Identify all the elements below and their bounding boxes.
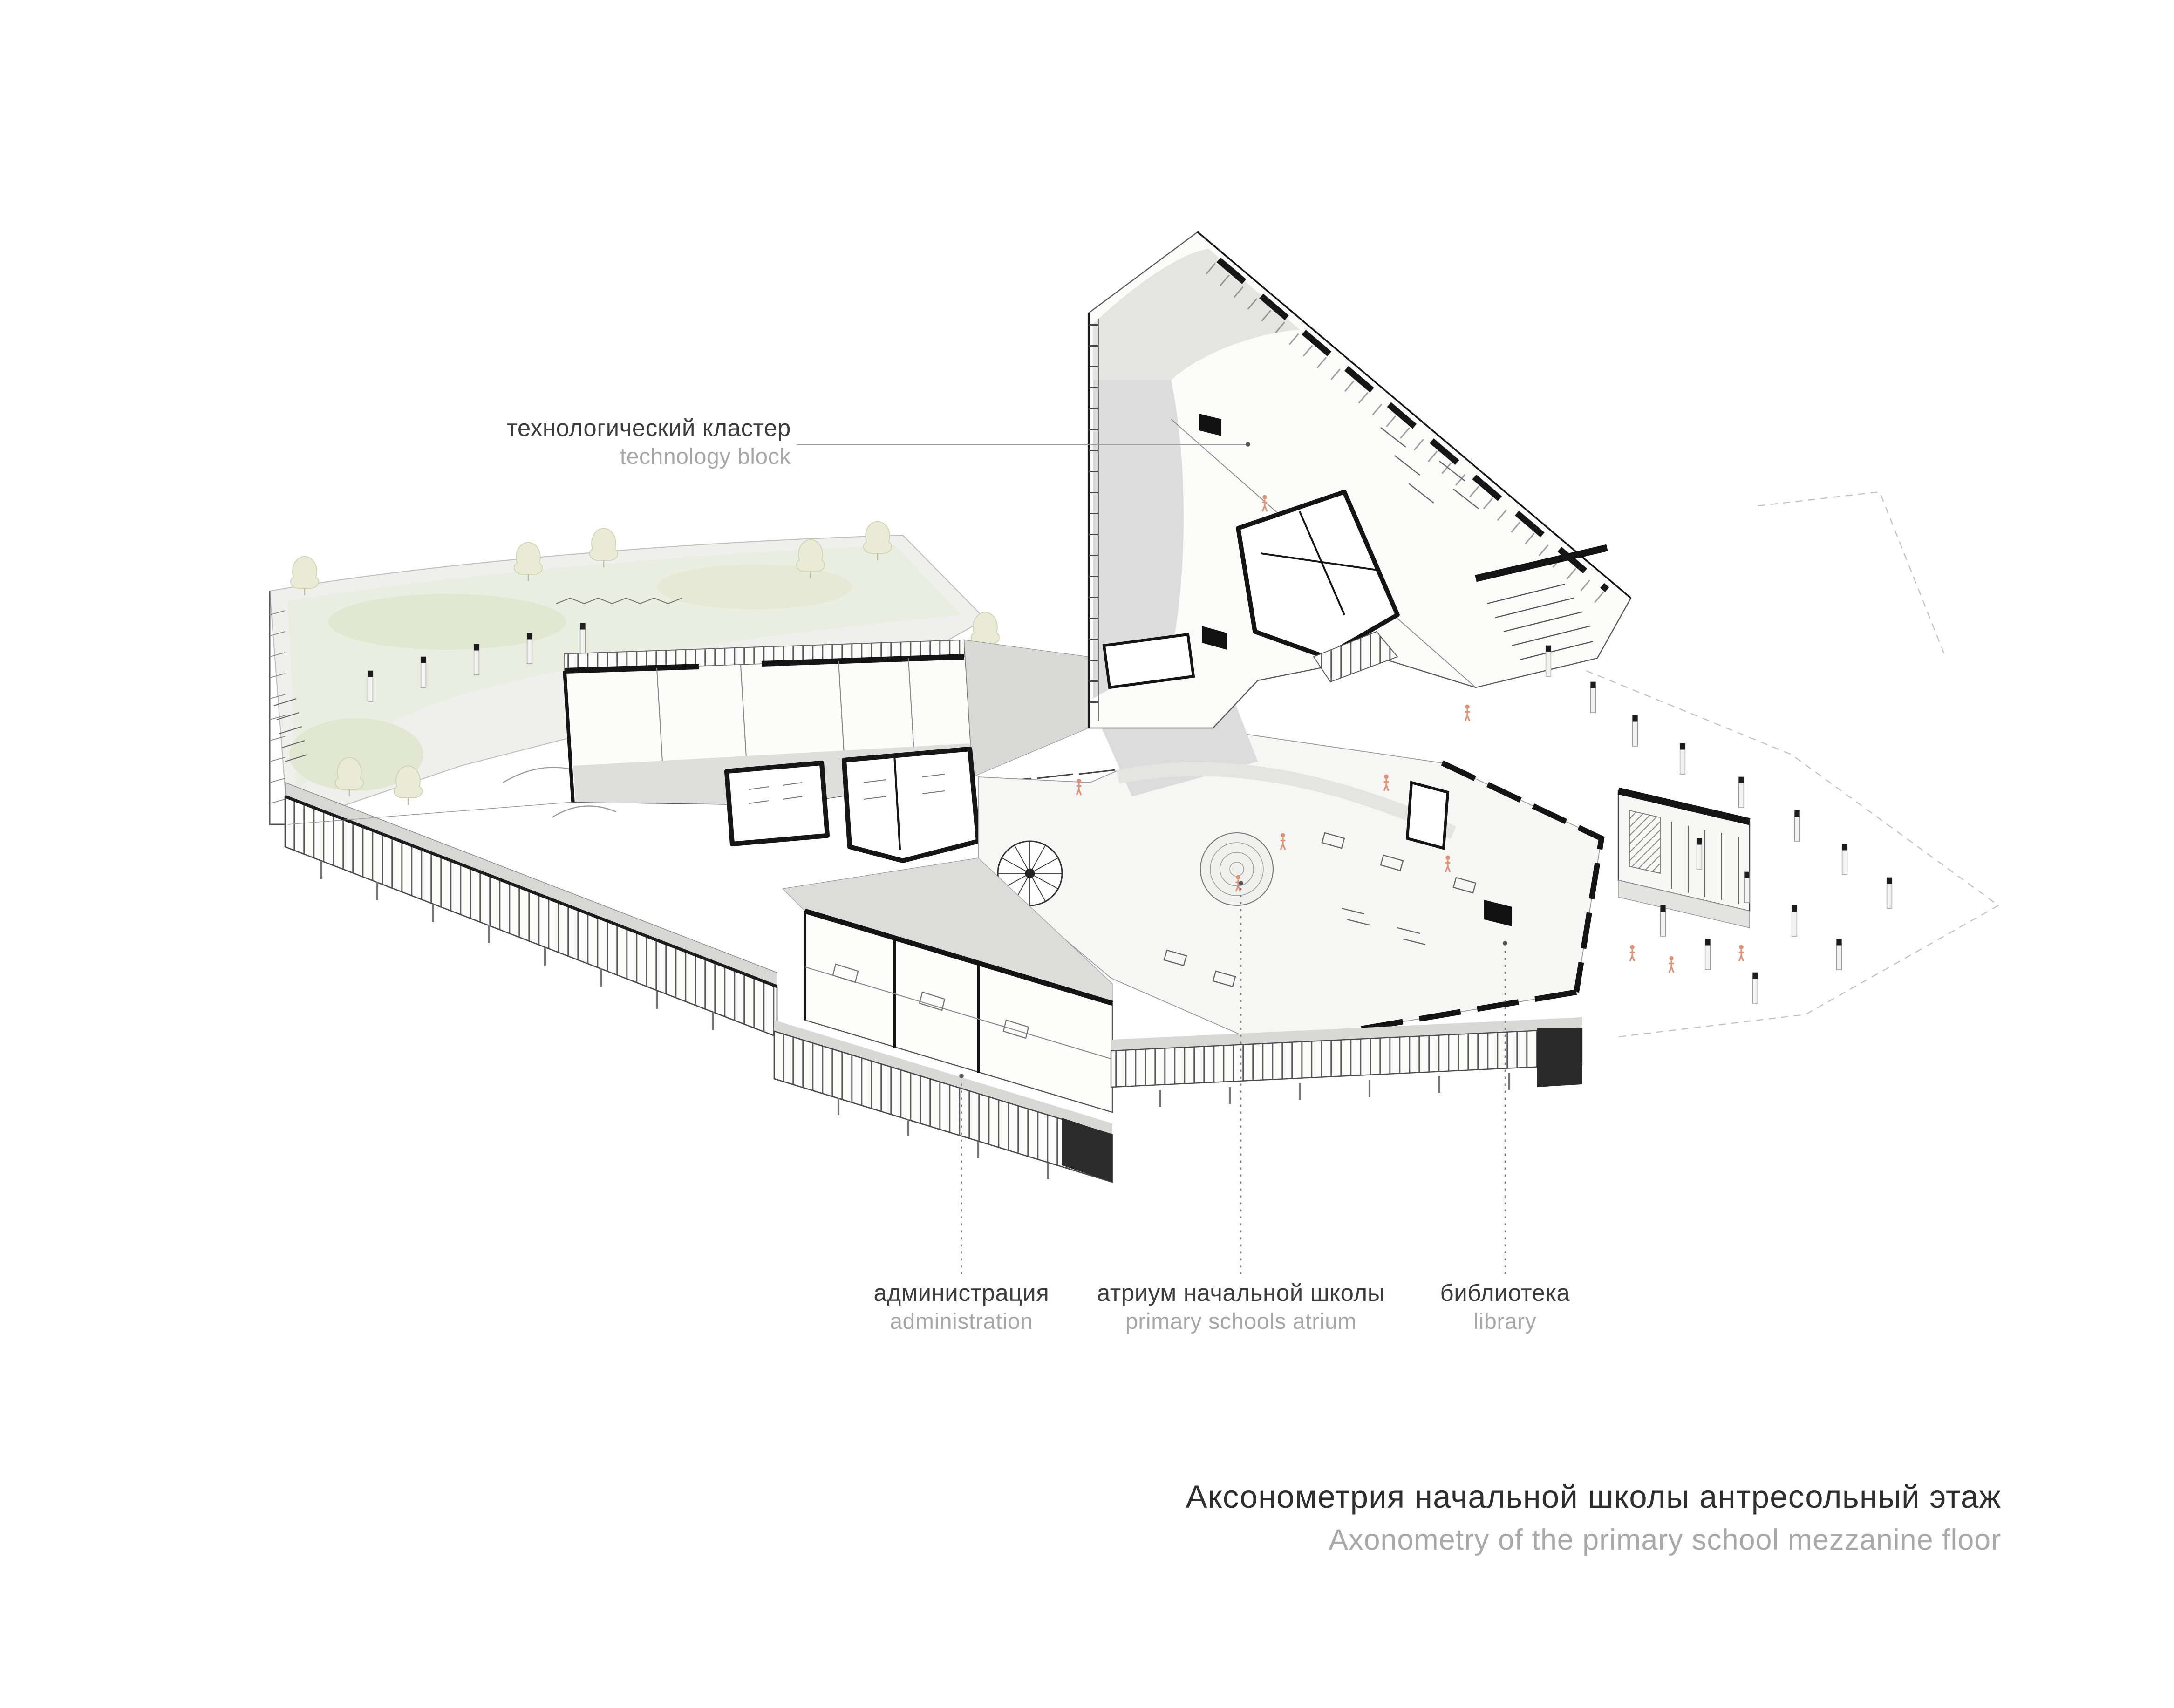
library-shelving [1670, 822, 1739, 904]
callout-atrium-ru: атриум начальной школы [1097, 1280, 1385, 1307]
title-block: Аксонометрия начальной школы антресольны… [1107, 1478, 2001, 1558]
callout-atrium: атриум начальной школы primary schools a… [1087, 1279, 1395, 1338]
callout-library-ru: библиотека [1440, 1280, 1570, 1307]
amphitheater [1199, 832, 1274, 906]
callout-atrium-en: primary schools atrium [1125, 1310, 1357, 1334]
core-black [1484, 900, 1512, 926]
tech-stair-hatch [1486, 583, 1594, 660]
round-room-2 [841, 746, 981, 864]
tech-furniture [1380, 427, 1479, 509]
south-pilotis [1159, 1073, 1511, 1107]
callout-technology-en: technology block [620, 445, 791, 470]
technology-wing [1087, 231, 1632, 729]
callout-technology: технологический кластер technology block [461, 414, 791, 473]
library-block [1617, 787, 1751, 928]
callout-library-en: library [1473, 1310, 1537, 1334]
tech-room-cluster [1236, 490, 1400, 659]
atrium-room [1405, 781, 1450, 850]
fence-line [556, 597, 682, 605]
south-facade [1110, 1017, 1583, 1107]
drawing-title-en: Axonometry of the primary school mezzani… [1329, 1524, 2001, 1557]
outdoor-stair [273, 698, 308, 762]
round-room-1 [724, 760, 830, 847]
callout-administration: администрация administration [836, 1279, 1087, 1338]
classroom-block [563, 639, 1089, 864]
admin-pilotis [837, 1098, 1050, 1179]
left-facade [284, 782, 778, 1038]
classroom-furniture [749, 773, 945, 804]
callout-leaders [797, 442, 1507, 1274]
callout-technology-ru: технологический кластер [506, 415, 791, 442]
admin-wing [773, 857, 1113, 1183]
admin-furniture [832, 963, 1029, 1039]
callout-administration-ru: администрация [873, 1280, 1050, 1307]
site-boundary [1586, 491, 2000, 1038]
spiral-stair [997, 840, 1063, 906]
callout-administration-en: administration [890, 1310, 1033, 1334]
drawing-title-ru: Аксонометрия начальной школы антресольны… [1186, 1478, 2001, 1515]
callout-library: библиотека library [1407, 1279, 1603, 1338]
pilotis [320, 861, 714, 1030]
atrium-furniture [1163, 832, 1477, 987]
retaining-hatch [269, 610, 286, 804]
